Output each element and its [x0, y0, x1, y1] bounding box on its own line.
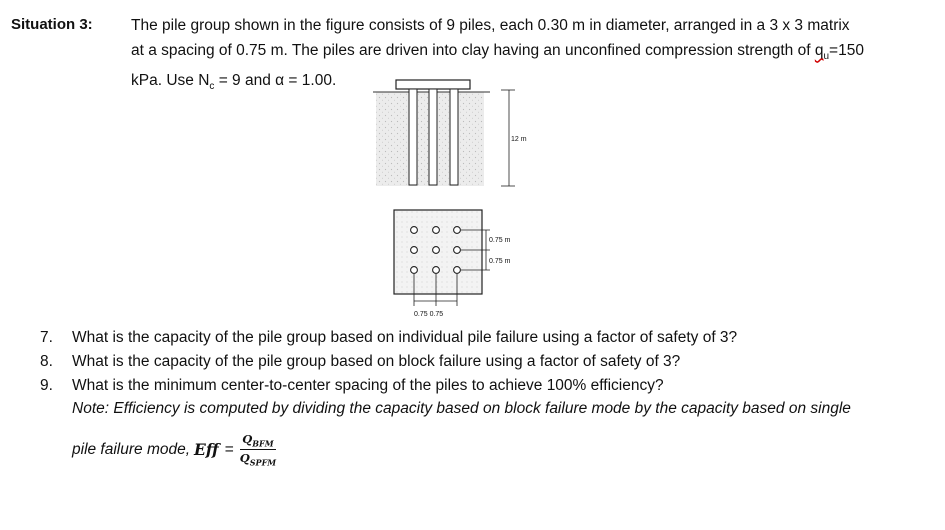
nc-text: kPa. Use N	[131, 72, 210, 90]
question-item: 9. What is the minimum center-to-center s…	[40, 374, 737, 398]
intro-line-3: kPa. Use Nc = 9 and α = 1.00.	[131, 69, 931, 100]
intro-line-2: at a spacing of 0.75 m. The piles are dr…	[131, 39, 931, 70]
spacing-label-2: 0.75 m	[489, 258, 511, 265]
pile-grid	[410, 226, 461, 274]
qu-var: q	[814, 41, 824, 59]
eff-symbol: Eff	[194, 440, 219, 460]
intro-line-2-text: at a spacing of 0.75 m. The piles are dr…	[131, 41, 815, 59]
problem-statement: The pile group shown in the figure consi…	[131, 14, 931, 100]
efficiency-note: Note: Efficiency is computed by dividing…	[72, 400, 851, 417]
intro-line-1: The pile group shown in the figure consi…	[131, 17, 850, 34]
fraction-denominator: QSPFM	[240, 450, 276, 467]
depth-label: 12 m	[511, 136, 527, 143]
pile-1	[408, 88, 418, 186]
plan-pile	[453, 266, 461, 274]
numerator-q: Q	[242, 432, 253, 446]
fraction-numerator: QBFM	[240, 432, 276, 451]
question-item: 7. What is the capacity of the pile group…	[40, 326, 737, 350]
efficiency-fraction: QBFM QSPFM	[240, 432, 276, 468]
situation-label: Situation 3:	[11, 16, 93, 33]
pile-cap	[395, 79, 471, 90]
question-number: 7.	[40, 329, 53, 346]
denominator-q: Q	[239, 451, 250, 466]
plan-pile	[432, 266, 440, 274]
plan-pile	[453, 246, 461, 254]
elevation-view: 12 m	[373, 79, 527, 187]
plan-pile	[410, 246, 418, 254]
plan-view: 0.75 m 0.75 m 0.75 0.75	[393, 209, 511, 318]
qu-value: =150	[829, 41, 864, 59]
plan-pile	[432, 226, 440, 234]
plan-pile	[410, 226, 418, 234]
denominator-sub: SPFM	[249, 457, 277, 468]
plan-pile	[453, 226, 461, 234]
pile-2	[428, 88, 438, 186]
alpha-text: = 9 and α = 1.00.	[214, 72, 337, 90]
bottom-spacing-label: 0.75 0.75	[414, 311, 443, 318]
question-text: What is the minimum center-to-center spa…	[72, 377, 664, 395]
question-text: What is the capacity of the pile group b…	[72, 329, 738, 346]
question-list: 7. What is the capacity of the pile group…	[40, 326, 737, 399]
spacing-label-1: 0.75 m	[489, 237, 511, 244]
question-number: 8.	[40, 353, 53, 371]
equals-sign: =	[224, 440, 234, 458]
numerator-sub: BFM	[252, 438, 274, 449]
plan-pile	[410, 266, 418, 274]
qu-symbol: qu	[814, 41, 830, 62]
qu-sub: u	[823, 50, 830, 62]
plan-pile	[432, 246, 440, 254]
formula-lead-text: pile failure mode,	[72, 440, 191, 458]
efficiency-formula: pile failure mode, Eff = QBFM QSPFM	[72, 432, 276, 468]
nc-sub: c	[209, 81, 215, 93]
question-text: What is the capacity of the pile group b…	[72, 353, 681, 371]
question-number: 9.	[40, 377, 53, 395]
question-item: 8. What is the capacity of the pile group…	[40, 350, 737, 374]
spacing-dimensions	[413, 229, 490, 306]
pile-3	[449, 88, 459, 186]
